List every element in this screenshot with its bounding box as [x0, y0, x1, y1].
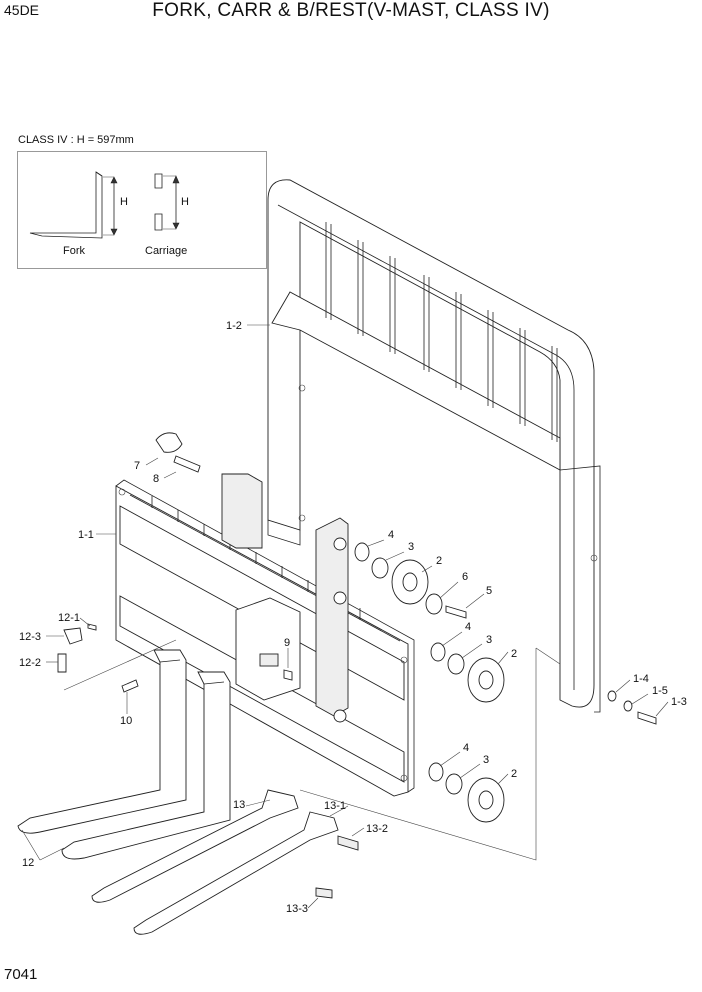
rollers-and-shims	[57, 432, 657, 823]
callout-13-1: 13-1	[324, 800, 346, 812]
callout-1-2: 1-2	[226, 320, 242, 332]
callout-3b: 3	[486, 634, 492, 646]
callout-12-2: 12-2	[19, 657, 41, 669]
inset-carriage-sketch	[154, 173, 180, 231]
inset-fork-sketch	[29, 171, 118, 239]
callout-4c: 4	[463, 742, 469, 754]
forks-13	[91, 789, 359, 935]
callout-2c: 2	[511, 768, 517, 780]
callout-1-5: 1-5	[652, 685, 668, 697]
callout-3c: 3	[483, 754, 489, 766]
callout-12-3: 12-3	[19, 631, 41, 643]
back-rest-frame	[267, 179, 601, 713]
class-inset-box	[17, 151, 267, 269]
callout-12-1: 12-1	[58, 612, 80, 624]
callout-2a: 2	[436, 555, 442, 567]
callout-9: 9	[284, 637, 290, 649]
callout-5: 5	[486, 585, 492, 597]
callout-1-4: 1-4	[633, 673, 649, 685]
callout-10: 10	[120, 715, 132, 727]
callout-8: 8	[153, 473, 159, 485]
inset-fork-label: Fork	[63, 245, 86, 257]
callout-13-3: 13-3	[286, 903, 308, 915]
callout-1-1: 1-1	[78, 529, 94, 541]
callout-13: 13	[233, 799, 245, 811]
callout-3a: 3	[408, 541, 414, 553]
page-code: 7041	[4, 966, 38, 983]
callout-7: 7	[134, 460, 140, 472]
inset-fork-h-label: H	[120, 196, 128, 208]
callout-4b: 4	[465, 621, 471, 633]
callout-4a: 4	[388, 529, 394, 541]
model-code: 45DE	[4, 2, 40, 18]
forks-12	[17, 649, 231, 860]
callout-6: 6	[462, 571, 468, 583]
callout-1-3: 1-3	[671, 696, 687, 708]
page-title: FORK, CARR & B/REST(V-MAST, CLASS IV)	[152, 0, 550, 21]
inset-carriage-label: Carriage	[145, 245, 187, 257]
inset-carriage-h-label: H	[181, 196, 189, 208]
callout-2b: 2	[511, 648, 517, 660]
leader-lines	[21, 324, 669, 909]
callout-13-2: 13-2	[366, 823, 388, 835]
inset-caption: CLASS IV : H = 597mm	[18, 134, 134, 146]
callout-12: 12	[22, 857, 34, 869]
